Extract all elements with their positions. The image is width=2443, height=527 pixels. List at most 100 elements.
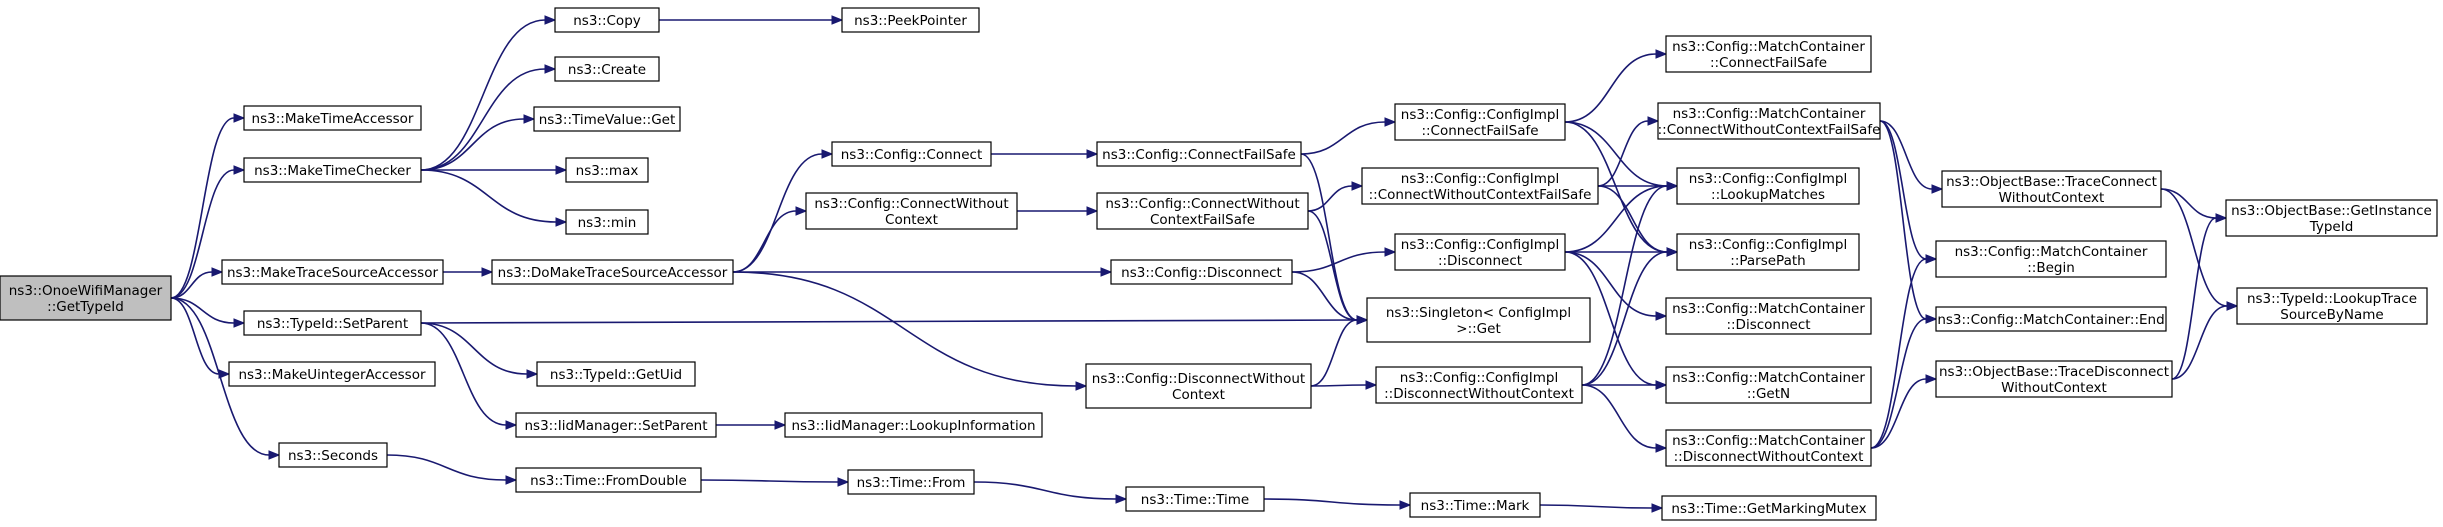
node-iid-lookup-information[interactable]: ns3::IidManager::LookupInformation <box>784 412 1043 438</box>
node-label: ns3::TypeId::LookupTrace <box>2247 291 2417 307</box>
node-label: ns3::Copy <box>573 13 641 29</box>
node-mc-connect-without-context-fail-safe[interactable]: ns3::Config::MatchContainer::ConnectWith… <box>1657 102 1881 140</box>
edge-impl-disconnect-to-mc-disconnect <box>1564 251 1657 317</box>
edge-arrowhead <box>1086 149 1099 159</box>
edge-ob-trace-disconnect-without-context-to-ob-get-instance-type-id <box>2171 217 2217 380</box>
edge-typeid-set-parent-to-singleton-get <box>420 319 1358 324</box>
edge-arrowhead <box>555 217 568 227</box>
node-make-uinteger-accessor[interactable]: ns3::MakeUintegerAccessor <box>228 361 436 387</box>
node-label: ::ConnectFailSafe <box>1421 123 1538 139</box>
node-mc-begin[interactable]: ns3::Config::MatchContainer::Begin <box>1935 240 2167 278</box>
node-box <box>536 361 696 387</box>
node-mc-disconnect-without-context[interactable]: ns3::Config::MatchContainer::DisconnectW… <box>1665 429 1872 467</box>
edge-arrowhead <box>1647 116 1660 126</box>
node-box <box>1935 240 2167 278</box>
edge-arrowhead <box>1666 247 1679 257</box>
node-time-get-marking-mutex[interactable]: ns3::Time::GetMarkingMutex <box>1661 495 1877 521</box>
edge-config-disconnect-without-context-to-singleton-get <box>1310 319 1358 387</box>
edge-ob-trace-connect-without-context-to-ob-get-instance-type-id <box>2160 188 2217 219</box>
node-label: WithoutContext <box>1999 190 2105 206</box>
node-mc-disconnect[interactable]: ns3::Config::MatchContainer::Disconnect <box>1665 297 1872 335</box>
node-iid-set-parent[interactable]: ns3::IidManager::SetParent <box>515 412 717 438</box>
node-time-from-double[interactable]: ns3::Time::FromDouble <box>515 467 702 493</box>
node-singleton-get[interactable]: ns3::Singleton< ConfigImpl >::Get <box>1366 297 1591 343</box>
node-make-time-accessor[interactable]: ns3::MakeTimeAccessor <box>243 105 422 131</box>
node-timevalue-get[interactable]: ns3::TimeValue::Get <box>533 106 681 132</box>
node-label: ns3::OnoeWifiManager <box>9 283 163 299</box>
node-config-connect[interactable]: ns3::Config::Connect <box>831 141 992 167</box>
node-copy[interactable]: ns3::Copy <box>554 7 660 33</box>
edge-arrowhead <box>1075 381 1088 391</box>
node-label: ns3::Create <box>568 62 646 78</box>
node-make-trace-source-accessor[interactable]: ns3::MakeTraceSourceAccessor <box>221 259 444 285</box>
node-label: ns3::MakeTimeAccessor <box>252 111 414 127</box>
node-seconds[interactable]: ns3::Seconds <box>278 442 388 468</box>
node-box <box>1110 259 1293 285</box>
edge-arrowhead <box>831 15 844 25</box>
node-time-from[interactable]: ns3::Time::From <box>847 469 975 495</box>
node-label: ::ConnectFailSafe <box>1710 55 1827 71</box>
node-label: ns3::MakeUintegerAccessor <box>238 367 426 383</box>
node-config-disconnect-without-context[interactable]: ns3::Config::DisconnectWithoutContext <box>1085 363 1312 409</box>
edge-impl-connect-without-context-fail-safe-to-impl-parse-path <box>1597 185 1668 253</box>
node-impl-connect-fail-safe[interactable]: ns3::Config::ConfigImpl::ConnectFailSafe <box>1394 103 1566 141</box>
node-label: Context <box>1172 387 1225 403</box>
node-box <box>228 361 436 387</box>
edge-arrowhead <box>821 149 834 159</box>
node-impl-disconnect-without-context[interactable]: ns3::Config::ConfigImpl::DisconnectWitho… <box>1375 366 1583 404</box>
node-min[interactable]: ns3::min <box>565 209 649 235</box>
edge-arrowhead <box>555 165 568 175</box>
node-max[interactable]: ns3::max <box>565 157 649 183</box>
node-impl-parse-path[interactable]: ns3::Config::ConfigImpl::ParsePath <box>1676 233 1860 271</box>
node-config-disconnect[interactable]: ns3::Config::Disconnect <box>1110 259 1293 285</box>
node-make-time-checker[interactable]: ns3::MakeTimeChecker <box>243 157 422 183</box>
node-box <box>515 467 702 493</box>
edge-do-make-trace-source-accessor-to-config-disconnect-without-context <box>732 271 1077 387</box>
node-ob-trace-disconnect-without-context[interactable]: ns3::ObjectBase::TraceDisconnectWithoutC… <box>1935 360 2173 398</box>
edge-arrowhead <box>544 64 557 74</box>
node-label: ns3::Time::FromDouble <box>530 473 687 489</box>
edge-arrowhead <box>1655 380 1668 390</box>
edge-impl-disconnect-without-context-to-impl-parse-path <box>1581 251 1668 386</box>
edge-root-to-make-trace-source-accessor <box>170 271 213 299</box>
edge-impl-connect-without-context-fail-safe-to-mc-connect-without-context-fail-safe <box>1597 120 1649 187</box>
call-nodes: ns3::OnoeWifiManager::GetTypeIdns3::Make… <box>0 7 2438 521</box>
node-label: ns3::Seconds <box>288 448 378 464</box>
node-root[interactable]: ns3::OnoeWifiManager::GetTypeId <box>0 275 172 321</box>
node-box <box>491 259 734 285</box>
node-impl-lookup-matches[interactable]: ns3::Config::ConfigImpl::LookupMatches <box>1676 167 1860 205</box>
node-box <box>1665 35 1872 73</box>
node-do-make-trace-source-accessor[interactable]: ns3::DoMakeTraceSourceAccessor <box>491 259 734 285</box>
edge-arrowhead <box>1399 500 1412 510</box>
node-mc-get-n[interactable]: ns3::Config::MatchContainer::GetN <box>1665 366 1872 404</box>
edge-root-to-typeid-set-parent <box>170 297 235 324</box>
node-time-time[interactable]: ns3::Time::Time <box>1125 486 1265 512</box>
node-mc-end[interactable]: ns3::Config::MatchContainer::End <box>1935 306 2167 332</box>
node-time-mark[interactable]: ns3::Time::Mark <box>1409 492 1541 518</box>
edge-time-mark-to-time-get-marking-mutex <box>1539 504 1653 509</box>
node-ob-trace-connect-without-context[interactable]: ns3::ObjectBase::TraceConnectWithoutCont… <box>1941 170 2162 208</box>
node-label: ::LookupMatches <box>1711 187 1825 203</box>
node-label: ::ConnectWithoutContextFailSafe <box>1658 122 1881 138</box>
node-config-connect-fail-safe[interactable]: ns3::Config::ConnectFailSafe <box>1096 141 1302 167</box>
node-box <box>243 310 422 336</box>
edge-arrowhead <box>837 477 850 487</box>
node-config-connect-without-context[interactable]: ns3::Config::ConnectWithoutContext <box>805 192 1018 230</box>
node-impl-disconnect[interactable]: ns3::Config::ConfigImpl::Disconnect <box>1394 233 1566 271</box>
node-typeid-get-uid[interactable]: ns3::TypeId::GetUid <box>536 361 696 387</box>
node-impl-connect-without-context-fail-safe[interactable]: ns3::Config::ConfigImpl::ConnectWithoutC… <box>1361 167 1599 205</box>
node-box <box>847 469 975 495</box>
edge-make-time-checker-to-copy <box>420 19 546 171</box>
edge-arrowhead <box>1655 49 1668 59</box>
node-peek-pointer[interactable]: ns3::PeekPointer <box>841 7 980 33</box>
node-config-connect-without-context-fail-safe[interactable]: ns3::Config::ConnectWithoutContextFailSa… <box>1096 192 1309 230</box>
edge-do-make-trace-source-accessor-to-config-connect-without-context <box>732 210 797 273</box>
node-create[interactable]: ns3::Create <box>554 56 660 82</box>
node-mc-connect-fail-safe[interactable]: ns3::Config::MatchContainer::ConnectFail… <box>1665 35 1872 73</box>
node-label: >::Get <box>1456 321 1500 337</box>
node-typeid-set-parent[interactable]: ns3::TypeId::SetParent <box>243 310 422 336</box>
node-label: ns3::IidManager::SetParent <box>525 418 708 434</box>
node-label: ns3::Config::ConnectWithout <box>1105 196 1299 212</box>
